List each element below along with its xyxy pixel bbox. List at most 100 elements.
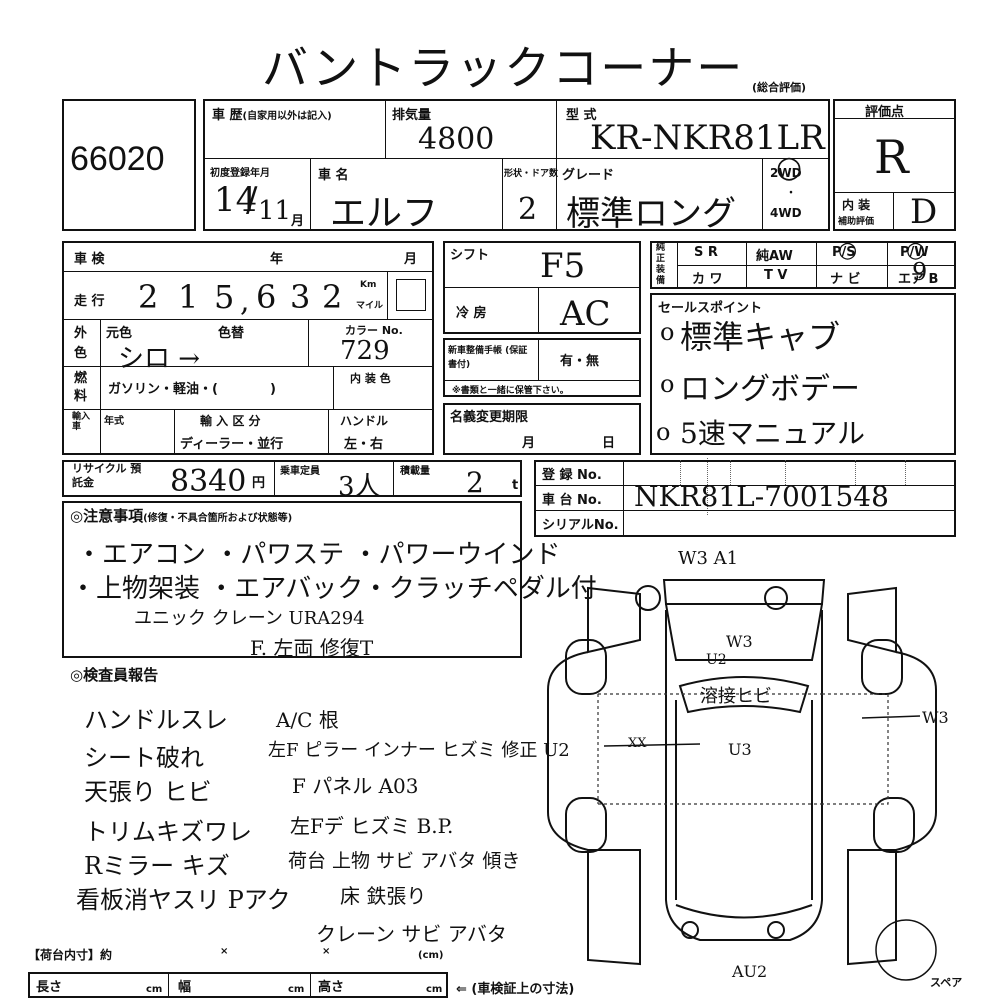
capacity-value: 3人 [338, 472, 381, 502]
manual-label: 新車整備手帳 (保証書付) [448, 346, 528, 370]
year-type-label: 年式 [104, 416, 124, 427]
sales-bullet: o [660, 370, 675, 398]
inspector-note: シート破れ [84, 744, 204, 772]
equip-tv: T V [764, 268, 788, 283]
sales-points-label: セールスポイント [658, 301, 763, 316]
page-title: バントラックコーナー [262, 41, 745, 95]
note-line: ・エアコン ・パワステ ・パワーウインド [76, 540, 561, 570]
equip-pw: P/W [900, 245, 929, 260]
color-change-label: 色替 [218, 326, 245, 341]
diagram-mark-u2: U2 [706, 652, 727, 668]
interior-label: 内 装 [842, 198, 871, 212]
inspector-label: ◎検査員報告 [70, 666, 159, 684]
load-unit: t [512, 478, 519, 493]
height-label: 高さ [318, 980, 345, 995]
length-unit: cm [146, 984, 163, 995]
lot-number: 66020 [70, 140, 165, 178]
manual-note: ※書類と一緒に保管下さい。 [452, 386, 569, 396]
mileage-digit: 5 [214, 278, 235, 316]
doors-label: 形状・ドア数 [504, 169, 559, 179]
inspector-note: F パネル A03 [292, 774, 419, 798]
chassis-label: 車 台 No. [542, 493, 602, 508]
diagram-mark-top: W3 A1 [678, 548, 739, 569]
load-value: 2 [466, 466, 484, 499]
mileage-digit: 3 [290, 278, 311, 316]
name-change-month: 月 [522, 436, 536, 451]
footer-dims-row [28, 972, 448, 998]
car-name-label: 車 名 [318, 168, 349, 183]
inspection-label: 車 検 [74, 252, 105, 267]
notes-box [62, 501, 522, 658]
inspector-note: ハンドルスレ [84, 706, 228, 734]
equip-ps: P/S [832, 245, 856, 260]
times-sign: × [322, 946, 331, 957]
header-block [203, 99, 830, 231]
import-type-label: 輸 入 区 分 [200, 414, 261, 428]
displacement-value: 4800 [418, 122, 495, 157]
overall-rating-note: (総合評価) [752, 81, 807, 94]
equip-navi: ナ ビ [830, 272, 861, 287]
model-label: 型 式 [566, 108, 597, 123]
drive-dot: ・ [786, 188, 796, 199]
first-reg-month: 11 [258, 196, 292, 226]
car-name-value: エルフ [330, 193, 439, 234]
mileage-digit: 2 [138, 278, 159, 316]
model-value: KR-NKR81LR [590, 118, 825, 158]
length-label: 長さ [36, 980, 63, 995]
sales-bullet: o [656, 418, 671, 446]
sales-point-item: 標準キャブ [680, 318, 841, 356]
drive-2wd: 2WD [770, 166, 802, 180]
fuel-options: ガソリン・軽油・( ) [108, 382, 276, 397]
interior-sub: 補助評価 [838, 217, 875, 227]
inspector-note: Rミラー キズ [84, 852, 230, 880]
manual-options: 有・無 [560, 354, 600, 369]
cert-note: ⇐ (車検証上の寸法) [456, 982, 575, 997]
original-color-label: 元色 [106, 326, 133, 341]
times-sign: × [220, 946, 229, 957]
import-label: 輸入車 [72, 412, 91, 432]
original-color-value: シロ → [118, 344, 201, 374]
interior-color-label: 内 装 色 [350, 372, 391, 385]
name-change-day: 日 [602, 436, 616, 451]
inspector-note: 天張り ヒビ [84, 778, 212, 806]
inspector-note: 左F ピラー インナー ヒズミ 修正 U2 [268, 740, 570, 761]
score-value: R [874, 130, 909, 184]
manual-box [443, 338, 641, 397]
color-code-value: 729 [340, 336, 390, 366]
sales-bullet: o [660, 318, 675, 346]
registration-box [534, 460, 956, 537]
sales-points-box [650, 293, 956, 455]
spare-label: スペア [930, 976, 963, 989]
inspector-note: 荷台 上物 サビ アバタ 傾き [288, 850, 521, 872]
width-unit: cm [288, 984, 305, 995]
history-label: 車 歴(自家用以外は記入) [212, 108, 332, 123]
diagram-mark-roof: W3 [726, 632, 753, 651]
equip-leather: カ ワ [692, 272, 723, 287]
score-box [833, 99, 956, 231]
reg-no-label: 登 録 No. [542, 468, 602, 483]
mileage-comma: , [240, 284, 250, 319]
mileage-digit: 2 [322, 278, 343, 316]
note-line: ・上物架装 ・エアバック・クラッチペダル付 [70, 574, 597, 604]
ac-label: 冷 房 [456, 306, 487, 321]
ac-value: AC [560, 294, 611, 334]
recycle-unit: 円 [252, 476, 266, 491]
bed-dims-label: 【荷台内寸】約 [28, 948, 113, 962]
load-label: 積載量 [400, 466, 430, 477]
mileage-digit: 6 [256, 278, 277, 316]
diagram-mark-xx: XX [628, 736, 647, 751]
notes-label: ◎注意事項(修復・不具合箇所および状態等) [70, 507, 293, 525]
displacement-label: 排気量 [392, 108, 432, 123]
diagram-mark-center: U3 [728, 740, 752, 759]
inspector-note: 左Fデ ヒズミ B.P. [290, 814, 454, 838]
capacity-label: 乗車定員 [280, 466, 320, 477]
exterior-label: 外色 [74, 326, 88, 361]
note-line: F. 左両 修復T [250, 636, 374, 660]
vehicle-info-block [62, 241, 434, 455]
inspector-note: A/C 根 [276, 708, 339, 732]
inspector-note: 看板消ヤスリ Pアク [76, 886, 291, 914]
equipment-label: 純正装備 [656, 243, 666, 286]
fuel-label: 燃料 [74, 371, 88, 404]
first-reg-slash: / [246, 180, 258, 220]
handle-label: ハンドル [340, 414, 389, 428]
